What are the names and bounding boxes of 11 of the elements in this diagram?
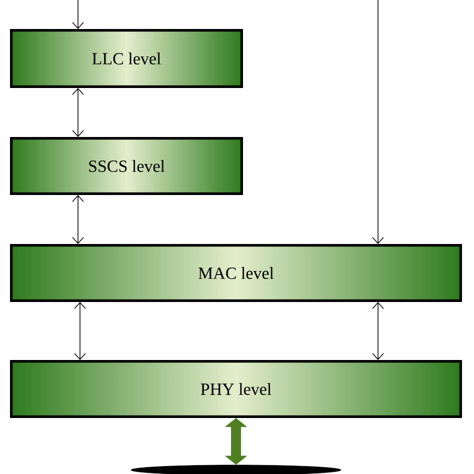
level-box: LLC level	[10, 29, 243, 88]
arrow	[72, 88, 84, 137]
arrow	[372, 302, 384, 360]
level-box: SSCS level	[10, 137, 243, 195]
arrow	[72, 195, 84, 244]
arrow	[74, 302, 86, 360]
level-box: PHY level	[10, 360, 462, 418]
level-box: MAC level	[10, 244, 462, 302]
arrow	[372, 0, 384, 244]
ellipse-shape	[130, 464, 342, 474]
arrow	[72, 0, 84, 29]
